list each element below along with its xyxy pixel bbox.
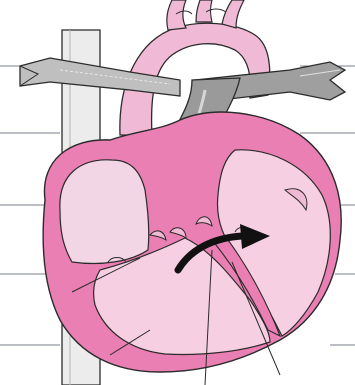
right-atrium bbox=[60, 160, 149, 264]
